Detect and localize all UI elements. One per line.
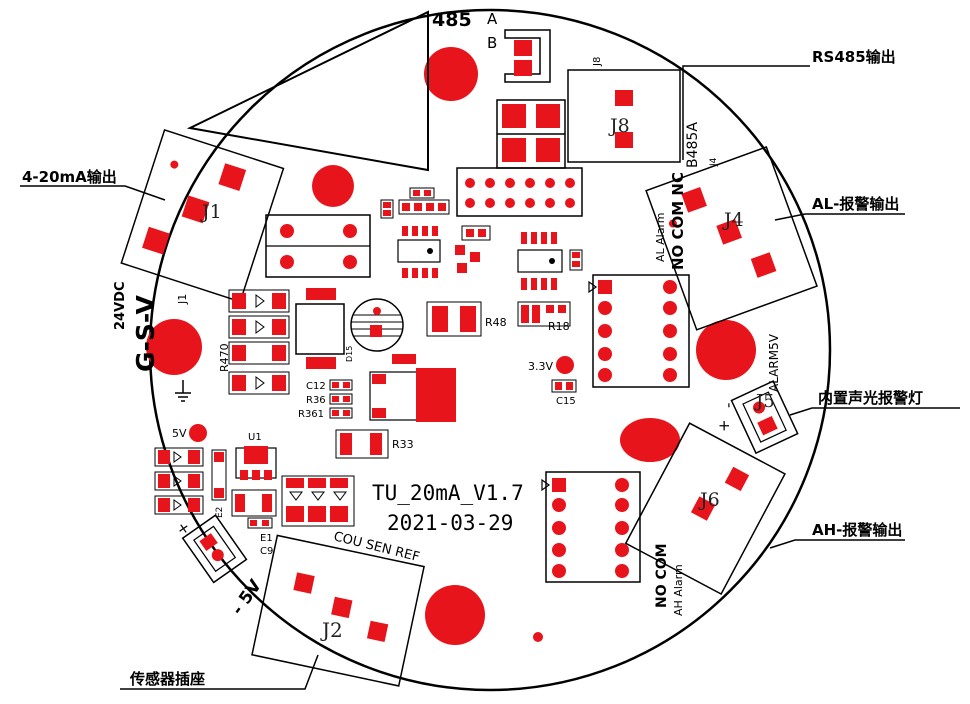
- j8-small-label: J8: [592, 57, 603, 67]
- alarm5v-label: ALARM5V: [767, 333, 781, 392]
- component-bar-left: [265, 214, 371, 278]
- diode-triple: [281, 475, 355, 527]
- ground-symbol: [175, 380, 191, 402]
- relay-al: [588, 274, 690, 388]
- passives-c12-r36: [329, 379, 353, 419]
- mount-hole-right: [696, 320, 756, 380]
- smd-cluster-top: [380, 187, 450, 219]
- board-name: TU_20mA_V1.7: [372, 481, 524, 505]
- e2-label: E2: [215, 507, 225, 518]
- callout-sensor-socket: 传感器插座: [129, 670, 205, 688]
- leader-rs485: [682, 65, 810, 160]
- b485a-label: B485A: [685, 122, 701, 168]
- callout-buzzer-light: 内置声光报警灯: [818, 389, 923, 407]
- gsv-label: G-S-V: [131, 295, 160, 372]
- d15-label: D15: [345, 346, 354, 362]
- capacitor-c15: [551, 379, 577, 393]
- pin-a-label: A: [487, 10, 498, 28]
- mount-hole-small: [312, 165, 354, 207]
- rs485-label: 485: [432, 9, 472, 31]
- leader-buzzer: [789, 407, 960, 416]
- callout-ah-alarm: AH-报警输出: [812, 521, 902, 539]
- ah-no-com-label: NO COM: [654, 543, 670, 608]
- connector-j1: [120, 128, 285, 303]
- connector-j4: [645, 145, 818, 331]
- leader-420ma: [20, 185, 166, 201]
- leader-sensor: [120, 654, 319, 690]
- relay-ah: [541, 471, 641, 583]
- leader-al: [774, 213, 905, 221]
- board-date: 2021-03-29: [387, 511, 513, 535]
- buzzer: [350, 298, 404, 352]
- connector-j6-label: J6: [698, 489, 720, 511]
- connector-485-header: [504, 29, 551, 83]
- connector-5v: [181, 514, 248, 584]
- smd-block-485: [496, 99, 566, 169]
- r361-label: R361: [298, 409, 324, 420]
- via-bottom: [533, 632, 543, 642]
- c15-label: C15: [556, 396, 576, 407]
- ah-alarm-small-label: AH Alarm: [672, 564, 685, 616]
- connector-j5: [730, 380, 799, 455]
- ic-small-left: [397, 226, 441, 278]
- test-point-3v3: [556, 356, 574, 374]
- connector-j5-label: J5: [754, 391, 775, 412]
- j1-small-label: J1: [176, 294, 189, 305]
- power-24vdc-label: 24VDC: [113, 282, 128, 330]
- r18-label: R18: [548, 320, 570, 333]
- resistor-r33: [335, 429, 389, 459]
- regulator-power: [369, 354, 456, 422]
- v33-label: 3.3V: [528, 360, 553, 373]
- resistor-r18: [517, 301, 571, 327]
- e1-label: E1: [260, 533, 273, 544]
- callout-420ma: 4-20mA输出: [22, 168, 117, 186]
- diode-array-lower: [154, 447, 204, 515]
- mount-hole-mid: [620, 418, 680, 462]
- test-point-5v: [189, 424, 207, 442]
- mount-hole-left: [146, 319, 202, 375]
- j4-small-label: J4: [709, 157, 719, 167]
- connector-j2: [251, 534, 425, 687]
- ic-u1: [235, 446, 277, 480]
- regulator-d15: [295, 288, 345, 369]
- connector-j1-label: J1: [200, 201, 222, 223]
- mount-hole-bottom: [425, 585, 485, 645]
- c12-label: C12: [306, 381, 326, 392]
- connector-j8: [567, 69, 681, 163]
- resistor-r48: [426, 301, 482, 337]
- c9-label: C9: [260, 546, 273, 557]
- callout-al-alarm: AL-报警输出: [812, 195, 899, 213]
- ic-small-right: [517, 232, 583, 290]
- al-no-com-nc-label: NO COM NC: [669, 172, 687, 270]
- r48-label: R48: [485, 316, 507, 329]
- al-alarm-small-label: AL Alarm: [654, 212, 667, 262]
- callout-rs485: RS485输出: [812, 48, 896, 66]
- connector-j8-label: J8: [608, 115, 630, 137]
- diode-array-left: [228, 289, 290, 395]
- r33-label: R33: [392, 438, 414, 451]
- pin-b-label: B: [487, 34, 497, 52]
- caps-e1-e2: [211, 449, 277, 529]
- v5-label: 5V: [172, 427, 187, 440]
- mount-hole-top: [424, 47, 478, 101]
- u1-label: U1: [248, 432, 262, 443]
- r470-label: R470: [218, 343, 231, 372]
- pin-header-2x6: [456, 167, 583, 217]
- j5-plus-label: +: [715, 419, 733, 432]
- r36-label: R36: [306, 395, 326, 406]
- j5v-plus-label: +: [173, 517, 194, 539]
- connector-j4-label: J4: [722, 209, 744, 231]
- j5-minus-label: -: [719, 403, 737, 408]
- leader-ah: [769, 539, 905, 549]
- connector-j2-label: J2: [320, 618, 343, 642]
- connector-j6: [624, 422, 786, 595]
- transistor-center: [455, 225, 491, 273]
- keepout-triangle: [186, 10, 429, 172]
